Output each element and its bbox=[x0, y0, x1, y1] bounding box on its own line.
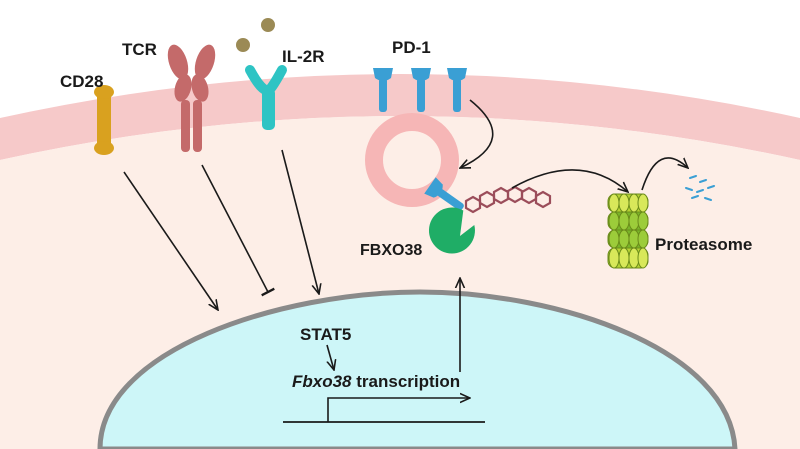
transcription-start-arrow bbox=[327, 398, 470, 422]
pd1-internalization-arrow bbox=[460, 99, 494, 168]
fbxo38-label: FBXO38 bbox=[360, 242, 422, 259]
cd28-label: CD28 bbox=[60, 72, 103, 91]
endosome-icon bbox=[365, 113, 459, 207]
transcription-label: Fbxo38 transcription bbox=[292, 372, 460, 391]
stat5-label: STAT5 bbox=[300, 325, 351, 344]
il2r-icon bbox=[245, 65, 287, 130]
pd1-label: PD-1 bbox=[392, 38, 431, 57]
tcr-inhibition-arrow bbox=[201, 164, 275, 297]
peptide-fragments-icon bbox=[685, 175, 715, 201]
nucleus bbox=[97, 289, 738, 449]
proteasome-label: Proteasome bbox=[655, 235, 752, 254]
internalized-pd1-icon bbox=[424, 177, 464, 211]
stat5-arrow bbox=[326, 344, 334, 370]
il2r-label: IL-2R bbox=[282, 47, 325, 66]
gene-name: Fbxo38 bbox=[292, 372, 352, 391]
tcr-icon bbox=[167, 44, 216, 152]
proteasome-icon bbox=[607, 193, 649, 269]
fragmentation-arrow bbox=[641, 157, 688, 191]
il2-ligand-icon bbox=[261, 18, 275, 32]
degradation-arrow bbox=[511, 169, 628, 192]
tcr-label: TCR bbox=[122, 40, 157, 59]
il2-ligand-icon bbox=[236, 38, 250, 52]
il2r-signal-arrow bbox=[281, 149, 319, 294]
transcription-word: transcription bbox=[352, 372, 461, 391]
fbxo38-icon bbox=[428, 207, 475, 254]
cd28-signal-arrow bbox=[123, 171, 218, 310]
pd1-icon bbox=[373, 68, 467, 112]
cd28-icon bbox=[94, 85, 114, 155]
